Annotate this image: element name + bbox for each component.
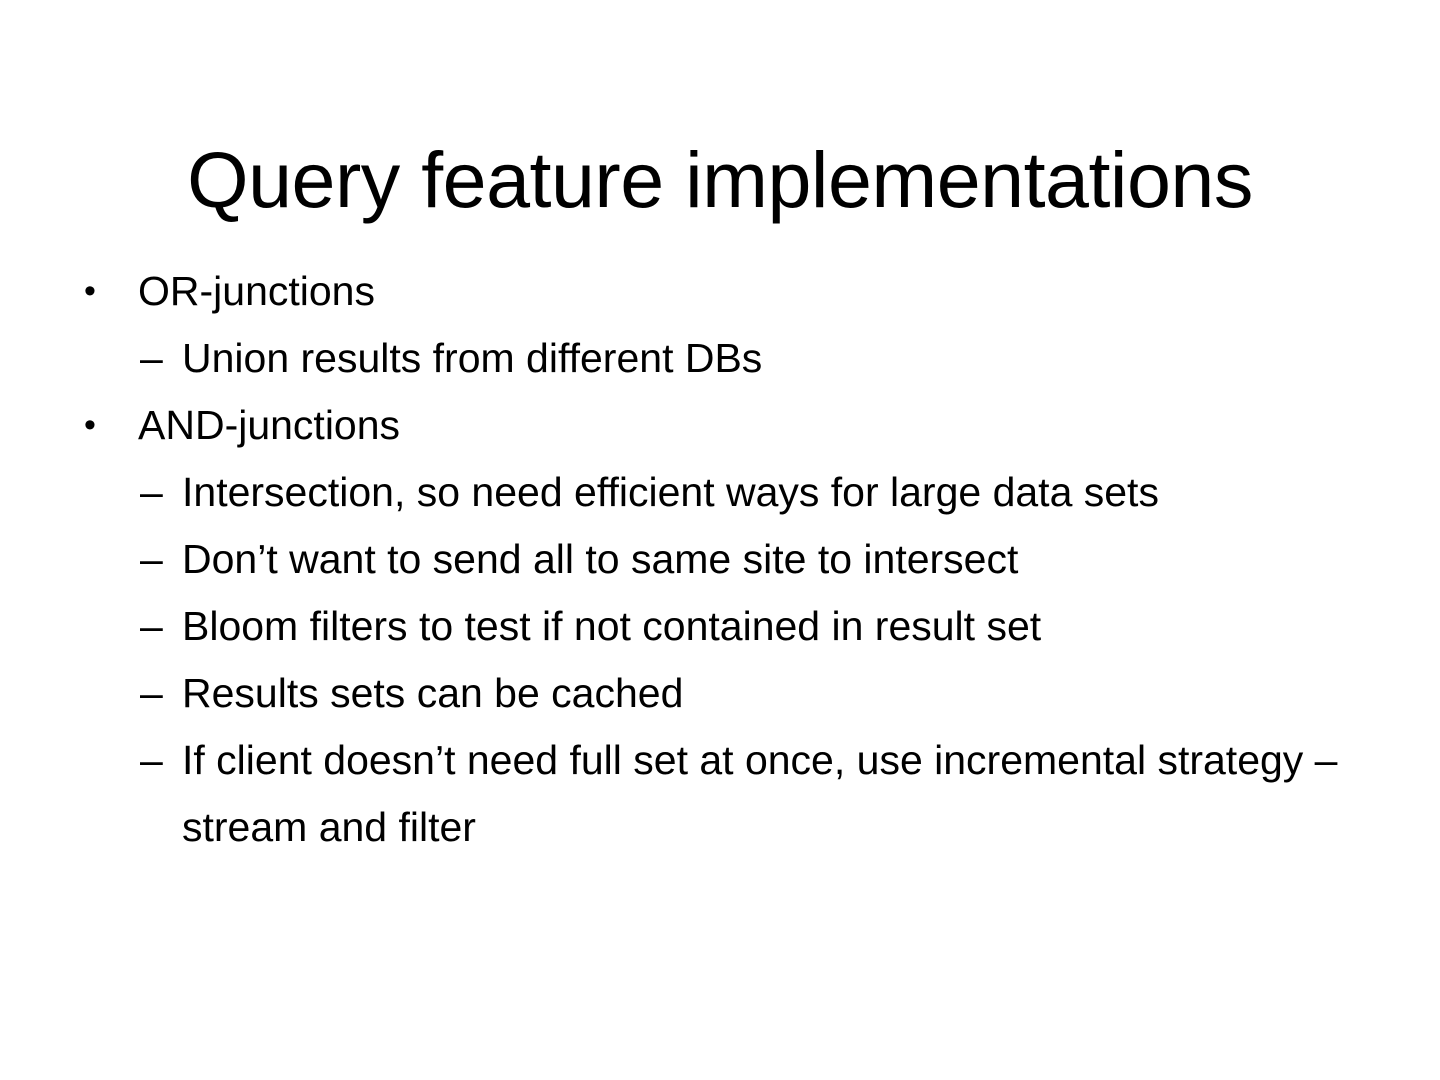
- list-item-label: AND-junctions: [138, 402, 401, 448]
- slide-content-list: • OR-junctions – Union results from diff…: [72, 258, 1372, 861]
- list-item: – Bloom filters to test if not contained…: [72, 593, 1372, 660]
- list-item: – Don’t want to send all to same site to…: [72, 526, 1372, 593]
- bullet-dash-icon: –: [140, 737, 163, 783]
- list-item: • AND-junctions: [72, 392, 1372, 459]
- list-item-label: Don’t want to send all to same site to i…: [182, 536, 1019, 582]
- list-item-label: OR-junctions: [138, 268, 375, 314]
- bullet-dot-icon: •: [84, 272, 96, 310]
- list-item: – Intersection, so need efficient ways f…: [72, 459, 1372, 526]
- page-title: Query feature implementations: [187, 134, 1253, 224]
- bullet-dash-icon: –: [140, 536, 163, 582]
- list-item-label: Results sets can be cached: [182, 670, 684, 716]
- list-item-label: Bloom filters to test if not contained i…: [182, 603, 1042, 649]
- list-item: – If client doesn’t need full set at onc…: [72, 727, 1372, 861]
- list-item-label: Union results from different DBs: [182, 335, 763, 381]
- list-item: – Union results from different DBs: [72, 325, 1372, 392]
- bullet-dot-icon: •: [84, 406, 96, 444]
- list-item-label: Intersection, so need efficient ways for…: [182, 469, 1159, 515]
- bullet-dash-icon: –: [140, 603, 163, 649]
- list-item: – Results sets can be cached: [72, 660, 1372, 727]
- bullet-dash-icon: –: [140, 469, 163, 515]
- list-item-label: If client doesn’t need full set at once,…: [182, 737, 1338, 850]
- bullet-dash-icon: –: [140, 335, 163, 381]
- bullet-dash-icon: –: [140, 670, 163, 716]
- list-item: • OR-junctions: [72, 258, 1372, 325]
